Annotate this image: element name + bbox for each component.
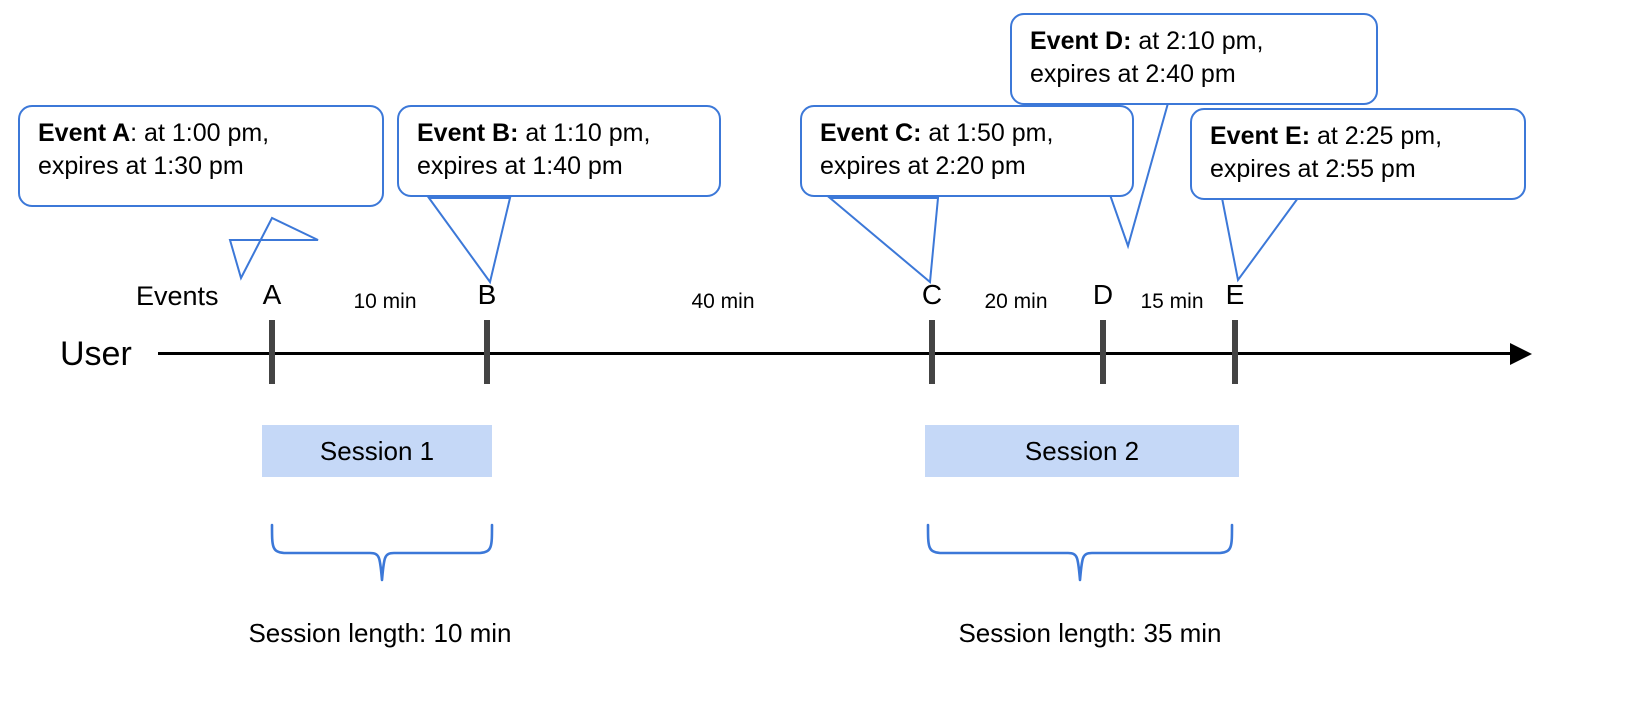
- tick-c[interactable]: [929, 320, 935, 384]
- callout-event-d-line1: at 2:10 pm,: [1131, 27, 1264, 55]
- tick-e[interactable]: [1232, 320, 1238, 384]
- tick-label-d: D: [1092, 279, 1114, 310]
- callout-event-a[interactable]: Event A: at 1:00 pm, expires at 1:30 pm: [18, 105, 384, 207]
- callout-event-b[interactable]: Event B: at 1:10 pm, expires at 1:40 pm: [397, 105, 721, 197]
- gap-label-c-d: 20 min: [984, 290, 1048, 313]
- callout-tail-a: [228, 216, 319, 281]
- tick-label-a: A: [262, 279, 282, 310]
- gap-label-a-b: 10 min: [353, 290, 417, 313]
- callout-event-e[interactable]: Event E: at 2:25 pm, expires at 2:55 pm: [1190, 108, 1526, 200]
- session-caption-2: Session length: 35 min: [958, 618, 1222, 648]
- callout-event-d-bold: Event D:: [1030, 27, 1132, 55]
- callout-event-b-bold: Event B:: [417, 119, 519, 147]
- lane-label-user: User: [60, 335, 132, 373]
- session-brace-1: [270, 523, 494, 582]
- tick-a[interactable]: [269, 320, 275, 384]
- callout-tail-b: [427, 197, 512, 285]
- callout-event-c-line2: expires at 2:20 pm: [820, 151, 1026, 180]
- callout-event-a-line2: expires at 1:30 pm: [38, 151, 244, 180]
- tick-b[interactable]: [484, 320, 490, 384]
- session-caption-1: Session length: 10 min: [248, 618, 512, 648]
- callout-event-c-line1: at 1:50 pm,: [921, 119, 1054, 147]
- tick-label-c: C: [921, 279, 943, 310]
- callout-event-a-line1: : at 1:00 pm,: [130, 119, 270, 147]
- session-bar-2[interactable]: Session 2: [925, 425, 1239, 477]
- timeline-axis: [158, 352, 1513, 355]
- callout-event-c-bold: Event C:: [820, 119, 922, 147]
- callout-event-e-bold: Event E:: [1210, 122, 1311, 150]
- callout-tail-c: [827, 197, 940, 284]
- tick-label-e: E: [1225, 279, 1245, 310]
- callout-tail-e: [1220, 197, 1300, 283]
- gap-label-d-e: 15 min: [1140, 290, 1204, 313]
- callout-event-b-line2: expires at 1:40 pm: [417, 151, 623, 180]
- session-bar-1-label: Session 1: [319, 435, 435, 466]
- timeline-axis-arrowhead: [1510, 343, 1532, 365]
- callout-event-d-line2: expires at 2:40 pm: [1030, 59, 1236, 88]
- callout-event-a-bold: Event A: [38, 119, 131, 147]
- callout-event-d[interactable]: Event D: at 2:10 pm, expires at 2:40 pm: [1010, 13, 1378, 105]
- tick-label-b: B: [477, 279, 497, 310]
- gap-label-b-c: 40 min: [691, 290, 755, 313]
- session-brace-2: [926, 523, 1234, 582]
- session-bar-2-label: Session 2: [1024, 435, 1140, 466]
- tick-d[interactable]: [1100, 320, 1106, 384]
- session-bar-1[interactable]: Session 1: [262, 425, 492, 477]
- lane-label-events: Events: [136, 281, 219, 311]
- callout-event-e-line2: expires at 2:55 pm: [1210, 154, 1416, 183]
- callout-event-c[interactable]: Event C: at 1:50 pm, expires at 2:20 pm: [800, 105, 1134, 197]
- callout-event-e-line1: at 2:25 pm,: [1310, 122, 1443, 150]
- callout-event-b-line1: at 1:10 pm,: [518, 119, 651, 147]
